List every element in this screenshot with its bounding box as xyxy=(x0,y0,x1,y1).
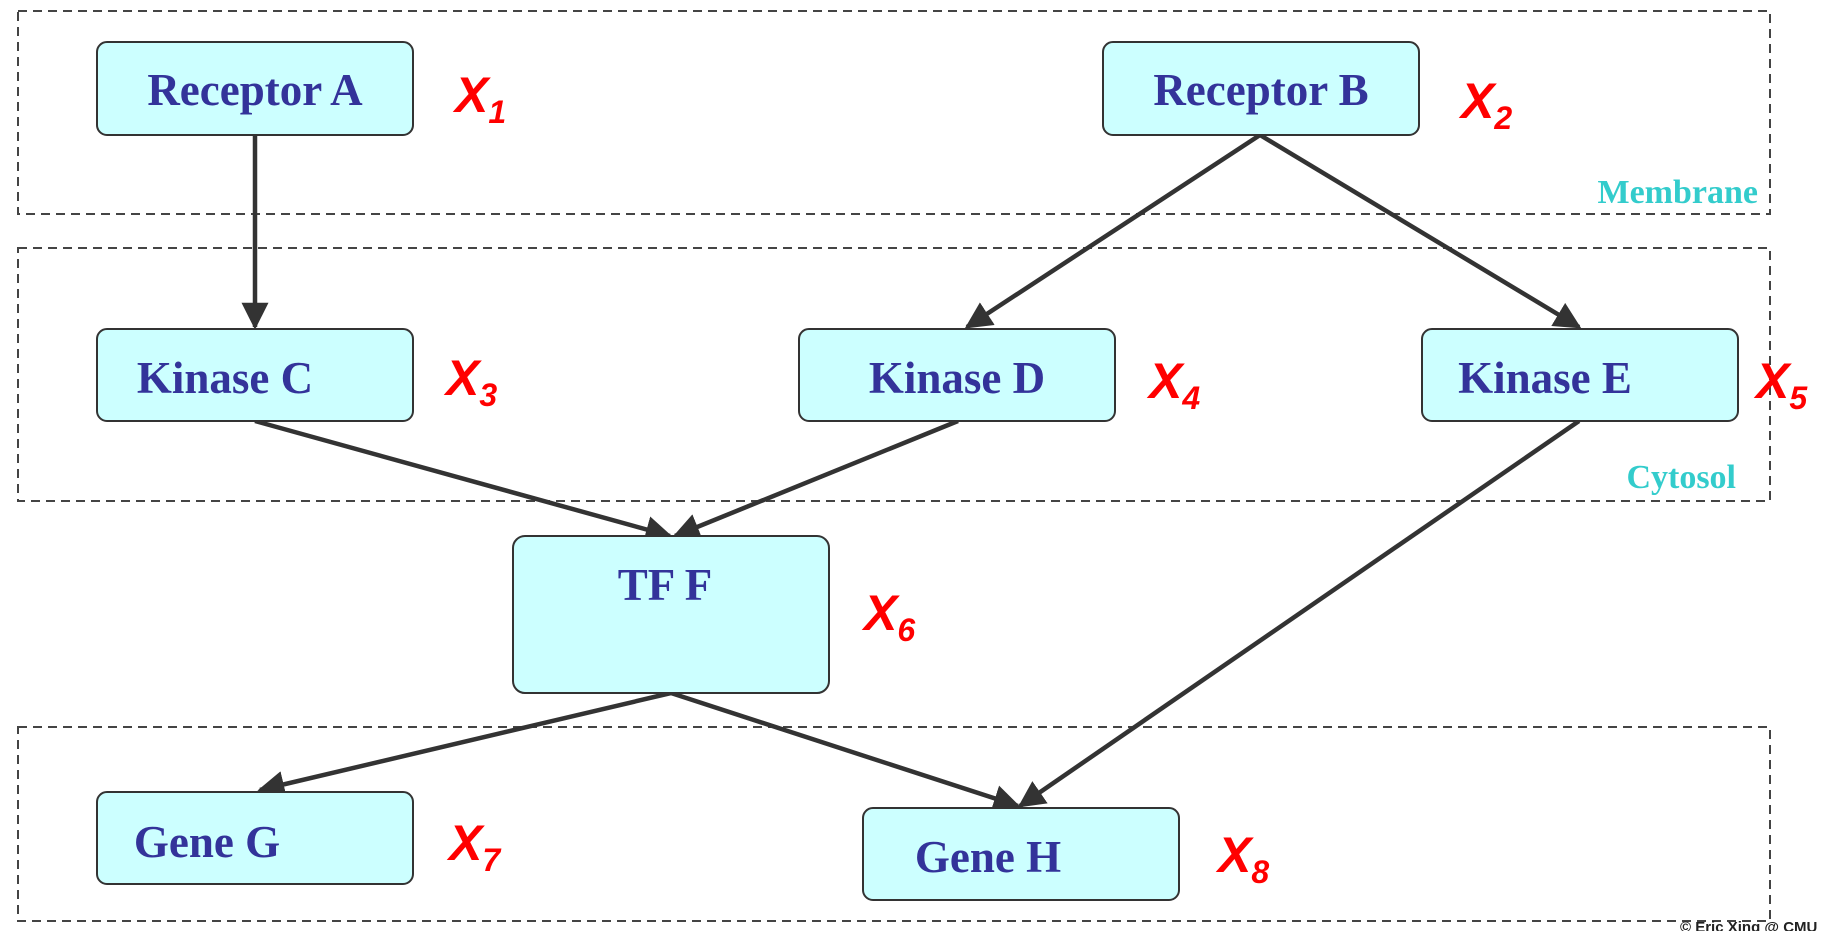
node-label: Kinase E xyxy=(1458,353,1632,403)
node-label: Receptor B xyxy=(1153,65,1368,115)
node-kinase-e: Kinase E xyxy=(1421,328,1739,422)
variable-x2: X2 xyxy=(1458,73,1512,136)
cytosol-label: Cytosol xyxy=(1626,459,1736,496)
node-label: Gene H xyxy=(915,832,1061,882)
node-kinase-c: Kinase C xyxy=(96,328,414,422)
edge-tf-f-to-gene-h xyxy=(670,690,1021,812)
variable-x5: X5 xyxy=(1753,353,1808,416)
cytosol-region: Cytosol xyxy=(17,247,1771,502)
copyright-credit: © Eric Xing @ CMU xyxy=(1680,919,1817,931)
nucleus-region xyxy=(17,726,1771,922)
edges xyxy=(241,133,1582,812)
variable-x7: X7 xyxy=(446,815,502,878)
edge-receptor-b-to-kinase-e xyxy=(1258,133,1582,329)
edge-kinase-d-to-tf-f xyxy=(672,418,959,540)
svg-text:X6: X6 xyxy=(861,585,915,648)
svg-text:X7: X7 xyxy=(446,815,502,878)
svg-text:X4: X4 xyxy=(1146,353,1200,416)
node-label: Gene G xyxy=(134,817,280,867)
variable-x4: X4 xyxy=(1146,353,1200,416)
svg-text:X5: X5 xyxy=(1753,353,1808,416)
node-tf-f: TF F xyxy=(512,535,830,694)
node-label: Kinase D xyxy=(869,353,1045,403)
node-kinase-d: Kinase D xyxy=(798,328,1116,422)
edge-receptor-b-to-kinase-d xyxy=(964,133,1262,329)
variable-x8: X8 xyxy=(1215,827,1269,890)
variable-x1: X1 xyxy=(452,67,506,130)
node-gene-h: Gene H xyxy=(862,807,1180,901)
variable-x6: X6 xyxy=(861,585,915,648)
edge-kinase-e-to-gene-h xyxy=(1017,419,1581,808)
node-label: Kinase C xyxy=(137,353,313,403)
node-label: Receptor A xyxy=(147,65,363,115)
node-receptor-a: Receptor A xyxy=(96,41,414,136)
variable-x3: X3 xyxy=(443,350,497,413)
membrane-region: Membrane xyxy=(17,10,1771,215)
node-gene-g: Gene G xyxy=(96,791,414,885)
node-receptor-b: Receptor B xyxy=(1102,41,1420,136)
edge-tf-f-to-gene-g xyxy=(257,690,672,798)
membrane-label: Membrane xyxy=(1597,174,1758,211)
node-label: TF F xyxy=(618,560,713,610)
edge-kinase-c-to-tf-f xyxy=(254,418,673,543)
svg-text:X8: X8 xyxy=(1215,827,1269,890)
svg-text:X1: X1 xyxy=(452,67,506,130)
svg-text:X2: X2 xyxy=(1458,73,1512,136)
svg-text:X3: X3 xyxy=(443,350,497,413)
